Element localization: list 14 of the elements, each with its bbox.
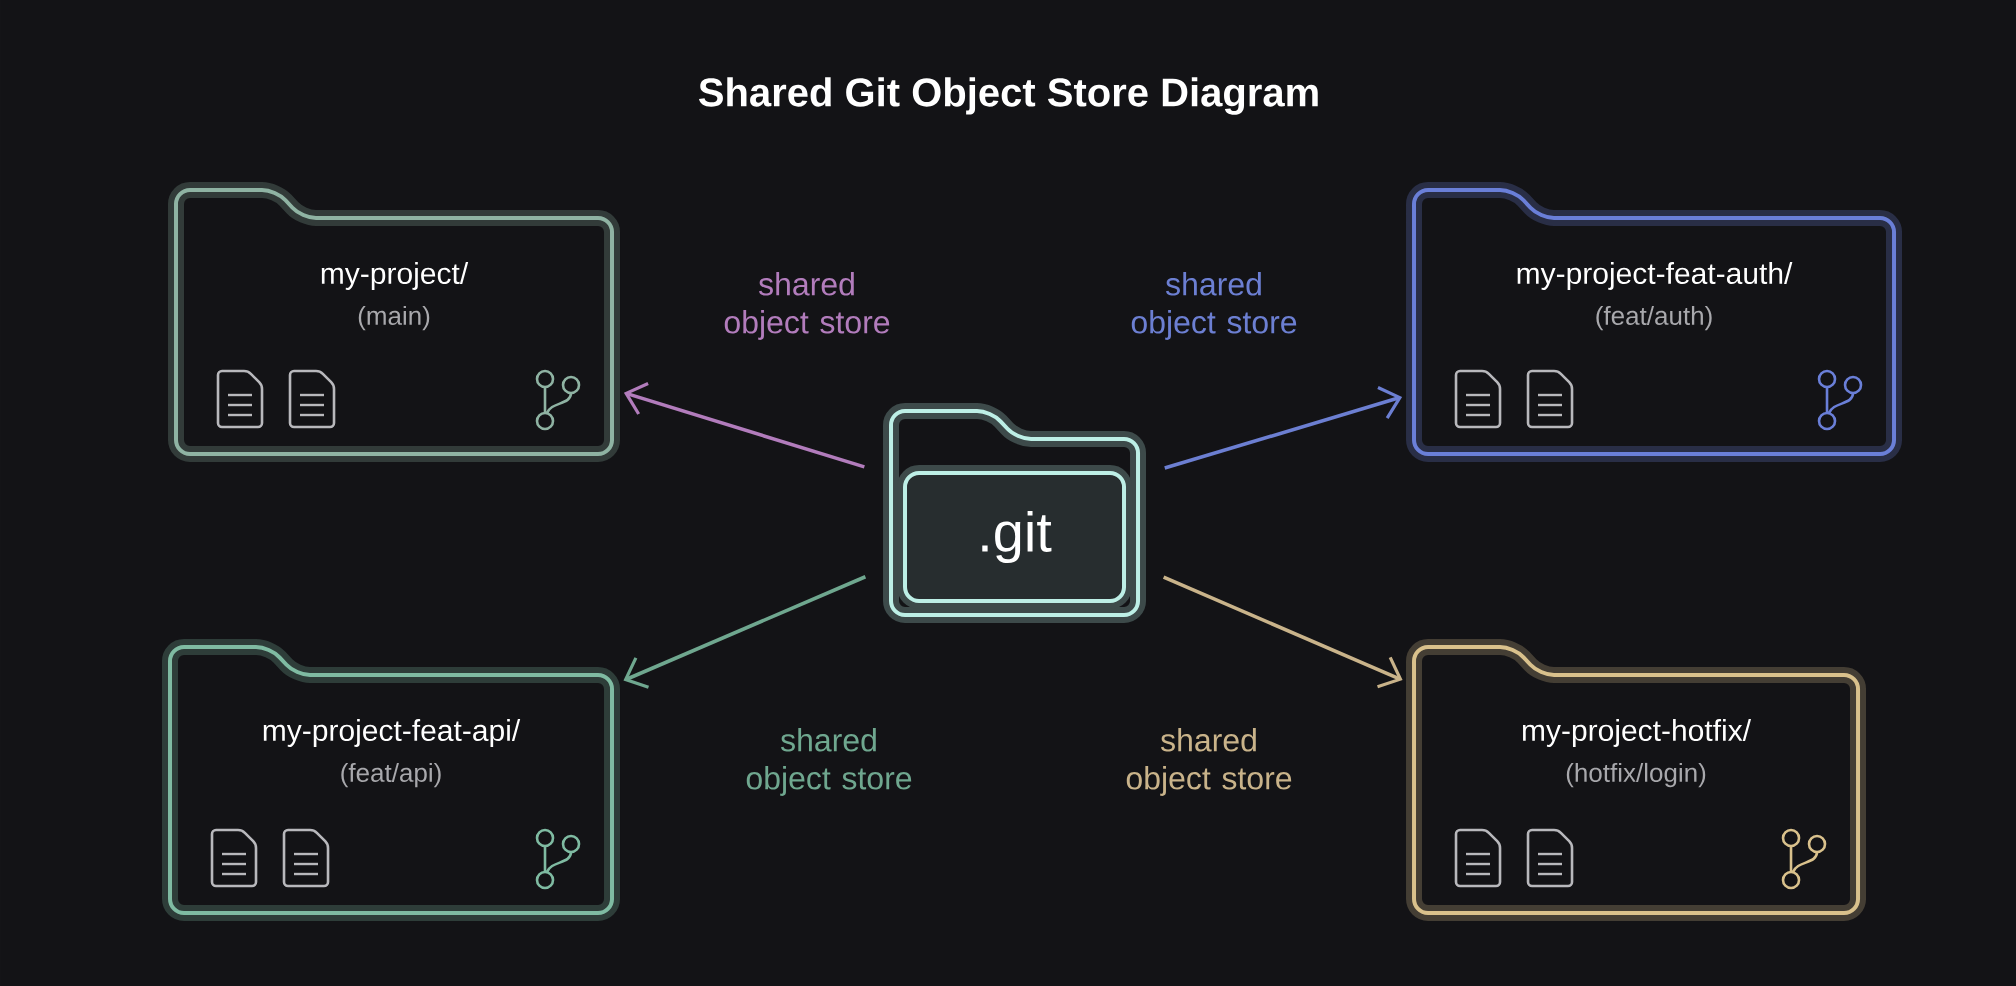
edge-label: shared object store xyxy=(1131,272,1297,340)
arrow xyxy=(623,575,867,689)
edge-label: shared object store xyxy=(1126,728,1292,796)
arrow xyxy=(1164,386,1403,470)
arrow xyxy=(623,381,865,469)
folder-box: my-project-feat-auth/ (feat/auth) xyxy=(1406,182,1902,462)
edge-label: shared object store xyxy=(724,272,890,340)
folder-box: my-project-hotfix/ (hotfix/login) xyxy=(1406,639,1867,921)
folder-box: my-project-feat-api/ (feat/api) xyxy=(162,639,620,921)
title: Shared Git Object Store Diagram xyxy=(699,77,1318,115)
edge-label: shared object store xyxy=(746,728,912,796)
folder-box: my-project/ (main) xyxy=(168,182,620,462)
arrow xyxy=(1162,575,1403,689)
folder-box: .git xyxy=(883,403,1146,623)
